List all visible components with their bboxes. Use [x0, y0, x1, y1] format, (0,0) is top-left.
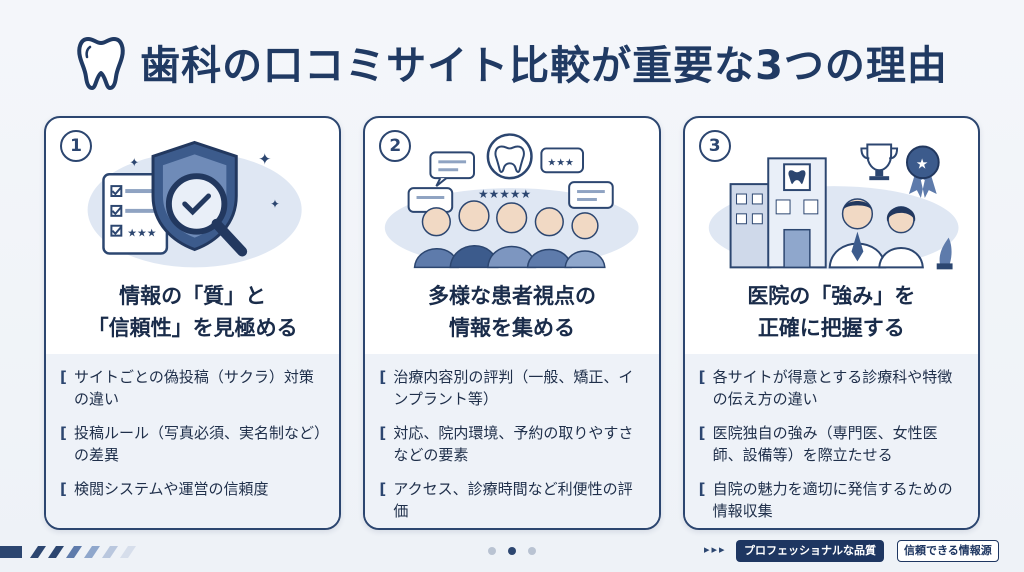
reason-card-3: 3 [682, 116, 980, 530]
tooth-icon [486, 133, 534, 180]
page-dot[interactable] [528, 547, 536, 555]
reasons-cards: 1 ★★★ [44, 116, 980, 532]
title-row: 歯科の口コミサイト比較が重要な3つの理由 [0, 22, 1024, 102]
page-title: 歯科の口コミサイト比較が重要な3つの理由 [140, 43, 948, 89]
svg-text:★★★: ★★★ [127, 227, 157, 240]
card-heading: 医院の「強み」を 正確に把握する [747, 284, 916, 340]
svg-text:★: ★ [916, 156, 928, 172]
tooth-icon [77, 37, 125, 90]
doctor-icon [828, 198, 924, 269]
card-heading: 多様な患者視点の 情報を集める [427, 284, 596, 340]
card-number: 3 [698, 130, 731, 162]
star-rating-icon: ★★★★★ [478, 187, 531, 201]
checklist-icon: ★★★ [102, 172, 169, 255]
list-item: [投稿ルール（写真必須、実名制など）の差異 [60, 424, 322, 464]
card-heading: 情報の「質」と 「信頼性」を見極める [87, 284, 298, 340]
svg-text:✦: ✦ [270, 197, 280, 211]
speech-bubble-icon: ★★★ [407, 147, 615, 213]
card-illustration: ★★★ ✦ ✦ ✦ [87, 140, 302, 268]
svg-text:✦: ✦ [129, 155, 139, 169]
reason-card-1: 1 ★★★ [44, 116, 342, 530]
svg-text:★★★: ★★★ [548, 157, 575, 168]
pagination-dots [488, 547, 536, 555]
award-medal-icon: ★ [905, 145, 940, 198]
bullet-list: [治療内容別の評判（一般、矯正、インプラント等） [対応、院内環境、予約の取りや… [365, 354, 659, 528]
quality-badge: プロフェッショナルな品質 [736, 540, 884, 562]
people-group-icon [414, 200, 606, 269]
list-item: [アクセス、診療時間など利便性の評価 [379, 480, 633, 520]
bullet-list: [各サイトが得意とする診療科や特徴の伝え方の違い [医院独自の強み（専門医、女性… [684, 354, 978, 528]
bullet-list: [サイトごとの偽投稿（サクラ）対策の違い [投稿ルール（写真必須、実名制など）の… [46, 354, 340, 528]
list-item: [医院独自の強み（専門医、女性医師、設備等）を際立たせる [698, 424, 938, 464]
page-dot[interactable] [488, 547, 496, 555]
card-number: 2 [379, 130, 412, 162]
source-badge: 信頼できる情報源 [897, 540, 999, 562]
trophy-icon [860, 143, 898, 181]
footer-stripes [0, 546, 136, 558]
list-item: [検閲システムや運営の信頼度 [60, 480, 269, 498]
reason-card-2: 2 ★★★ ★★★★★ [363, 116, 661, 530]
card-illustration: ★★★ ★★★★★ [385, 133, 639, 269]
list-item: [各サイトが得意とする診療科や特徴の伝え方の違い [698, 368, 953, 408]
card-number: 1 [60, 130, 92, 162]
magnifier-icon [165, 173, 248, 257]
list-item: [対応、院内環境、予約の取りやすさなどの要素 [379, 424, 634, 464]
arrow-icons: ▸▸▸ [704, 543, 727, 556]
list-item: [サイトごとの偽投稿（サクラ）対策の違い [60, 368, 314, 408]
card-illustration: ★ [708, 143, 959, 270]
svg-text:✦: ✦ [258, 149, 271, 168]
list-item: [自院の魅力を適切に発信するための情報収集 [698, 480, 953, 520]
list-item: [治療内容別の評判（一般、矯正、インプラント等） [379, 368, 634, 408]
clinic-building-icon [729, 157, 827, 269]
page-dot-active[interactable] [508, 547, 516, 555]
